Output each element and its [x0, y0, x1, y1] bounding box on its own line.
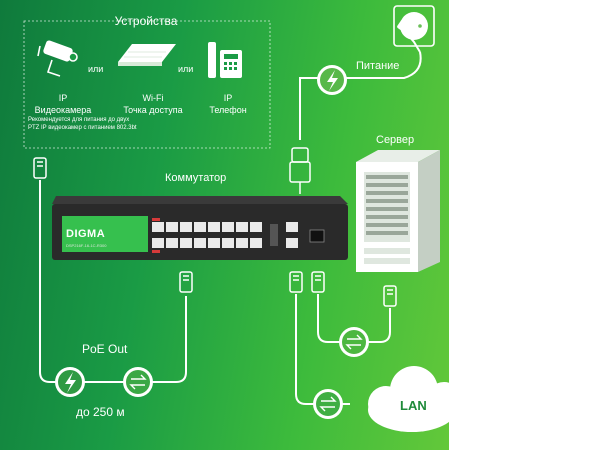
poe-cable [39, 180, 187, 383]
diagram-graphics [23, 19, 449, 432]
diagram-panel: Устройства или или IP Видеокамера Wi-Fi … [0, 0, 449, 450]
wifi-access-point-icon [118, 44, 176, 66]
camera-label-line-2: Видеокамера [34, 105, 92, 115]
phone-label-line-1: IP [223, 93, 233, 103]
camera-label-line-1: IP [58, 93, 68, 103]
power-cable [299, 51, 422, 140]
lan-cable [295, 294, 350, 405]
server-label: Сервер [376, 134, 415, 146]
poe-transfer-icon [123, 367, 153, 397]
wifi-label-line-1: Wi-Fi [142, 93, 164, 103]
power-connector-icon [289, 147, 311, 194]
wifi-label-line-2: Точка доступа [123, 105, 183, 115]
ip-phone-icon [208, 42, 242, 78]
lan-transfer-icon [313, 389, 343, 419]
power-label: Питание [356, 60, 400, 72]
wifi-label: Wi-Fi Точка доступа [108, 92, 198, 116]
poe-distance-label: до 250 м [76, 405, 125, 419]
or-label-1: или [88, 64, 104, 74]
lan-label: LAN [400, 398, 427, 413]
devices-title: Устройства [114, 14, 178, 28]
rj45-connector-icon [33, 157, 397, 307]
phone-label: IP Телефон [198, 92, 258, 116]
switch-icon [52, 196, 348, 260]
cloud-icon [368, 366, 449, 432]
devices-frame [23, 20, 271, 149]
switch-title: Коммутатор [165, 172, 227, 184]
phone-label-line-2: Телефон [209, 105, 247, 115]
server-transfer-icon [339, 327, 369, 357]
camera-label: IP Видеокамера [28, 92, 98, 116]
ip-camera-icon [37, 40, 78, 77]
power-plug-icon [397, 19, 421, 53]
or-label-2: или [178, 64, 194, 74]
camera-note: Рекомендуется для питания до двух PTZ IP… [28, 117, 137, 131]
switch-brand-panel [62, 216, 148, 252]
poe-bolt-icon [55, 367, 85, 397]
power-bolt-icon [317, 65, 347, 95]
poe-out-label: PoE Out [82, 342, 128, 356]
server-icon [356, 150, 440, 272]
switch-model: DSP216F-16-1C-R300 [66, 243, 107, 248]
switch-brand: DIGMA [66, 228, 106, 240]
